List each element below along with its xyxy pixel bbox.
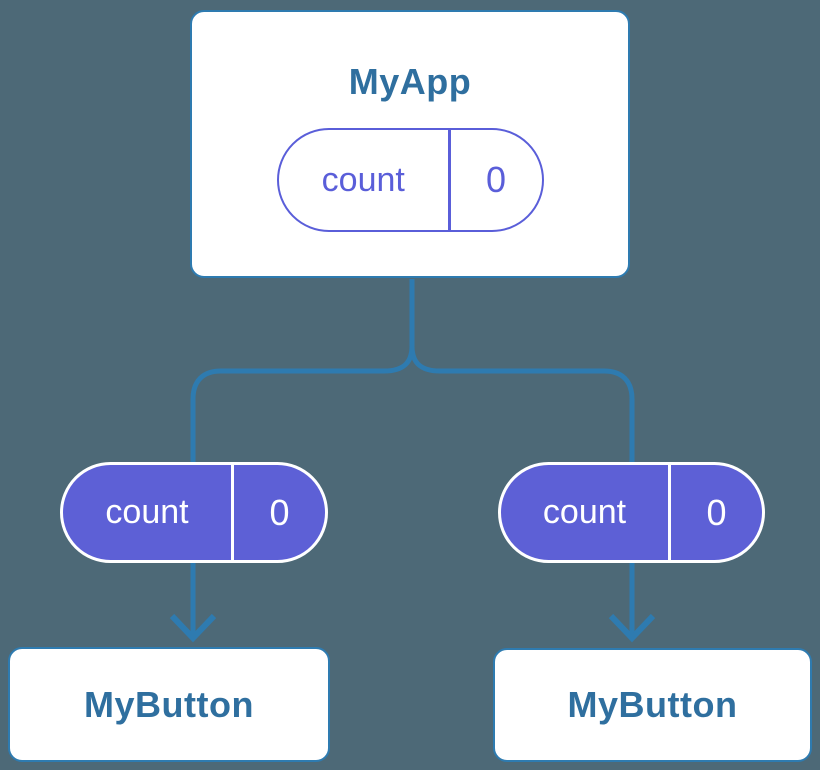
prop-pill-right: count 0 [498, 462, 765, 563]
node-mybutton-right-title: MyButton [567, 684, 738, 725]
node-myapp-title: MyApp [348, 61, 472, 102]
pill-divider [668, 465, 671, 560]
myapp-state-pill: count 0 [276, 128, 544, 232]
left-arrowhead-icon [169, 613, 217, 643]
prop-name: count [105, 493, 189, 531]
state-value: 0 [485, 159, 507, 200]
prop-value: 0 [269, 491, 290, 533]
node-mybutton-right: MyButton [493, 648, 812, 762]
node-mybutton-left-title: MyButton [84, 683, 254, 725]
prop-value: 0 [706, 491, 727, 533]
node-myapp: MyApp count 0 [190, 10, 630, 278]
edge-to-right-child [409, 345, 635, 638]
pill-divider [448, 130, 451, 230]
prop-name: count [542, 493, 627, 531]
pill-divider [231, 465, 234, 560]
node-mybutton-left: MyButton [8, 647, 330, 762]
right-arrowhead-icon [608, 613, 656, 643]
state-name: count [321, 160, 405, 199]
prop-pill-left: count 0 [60, 462, 328, 563]
edge-to-left-child [190, 345, 415, 638]
